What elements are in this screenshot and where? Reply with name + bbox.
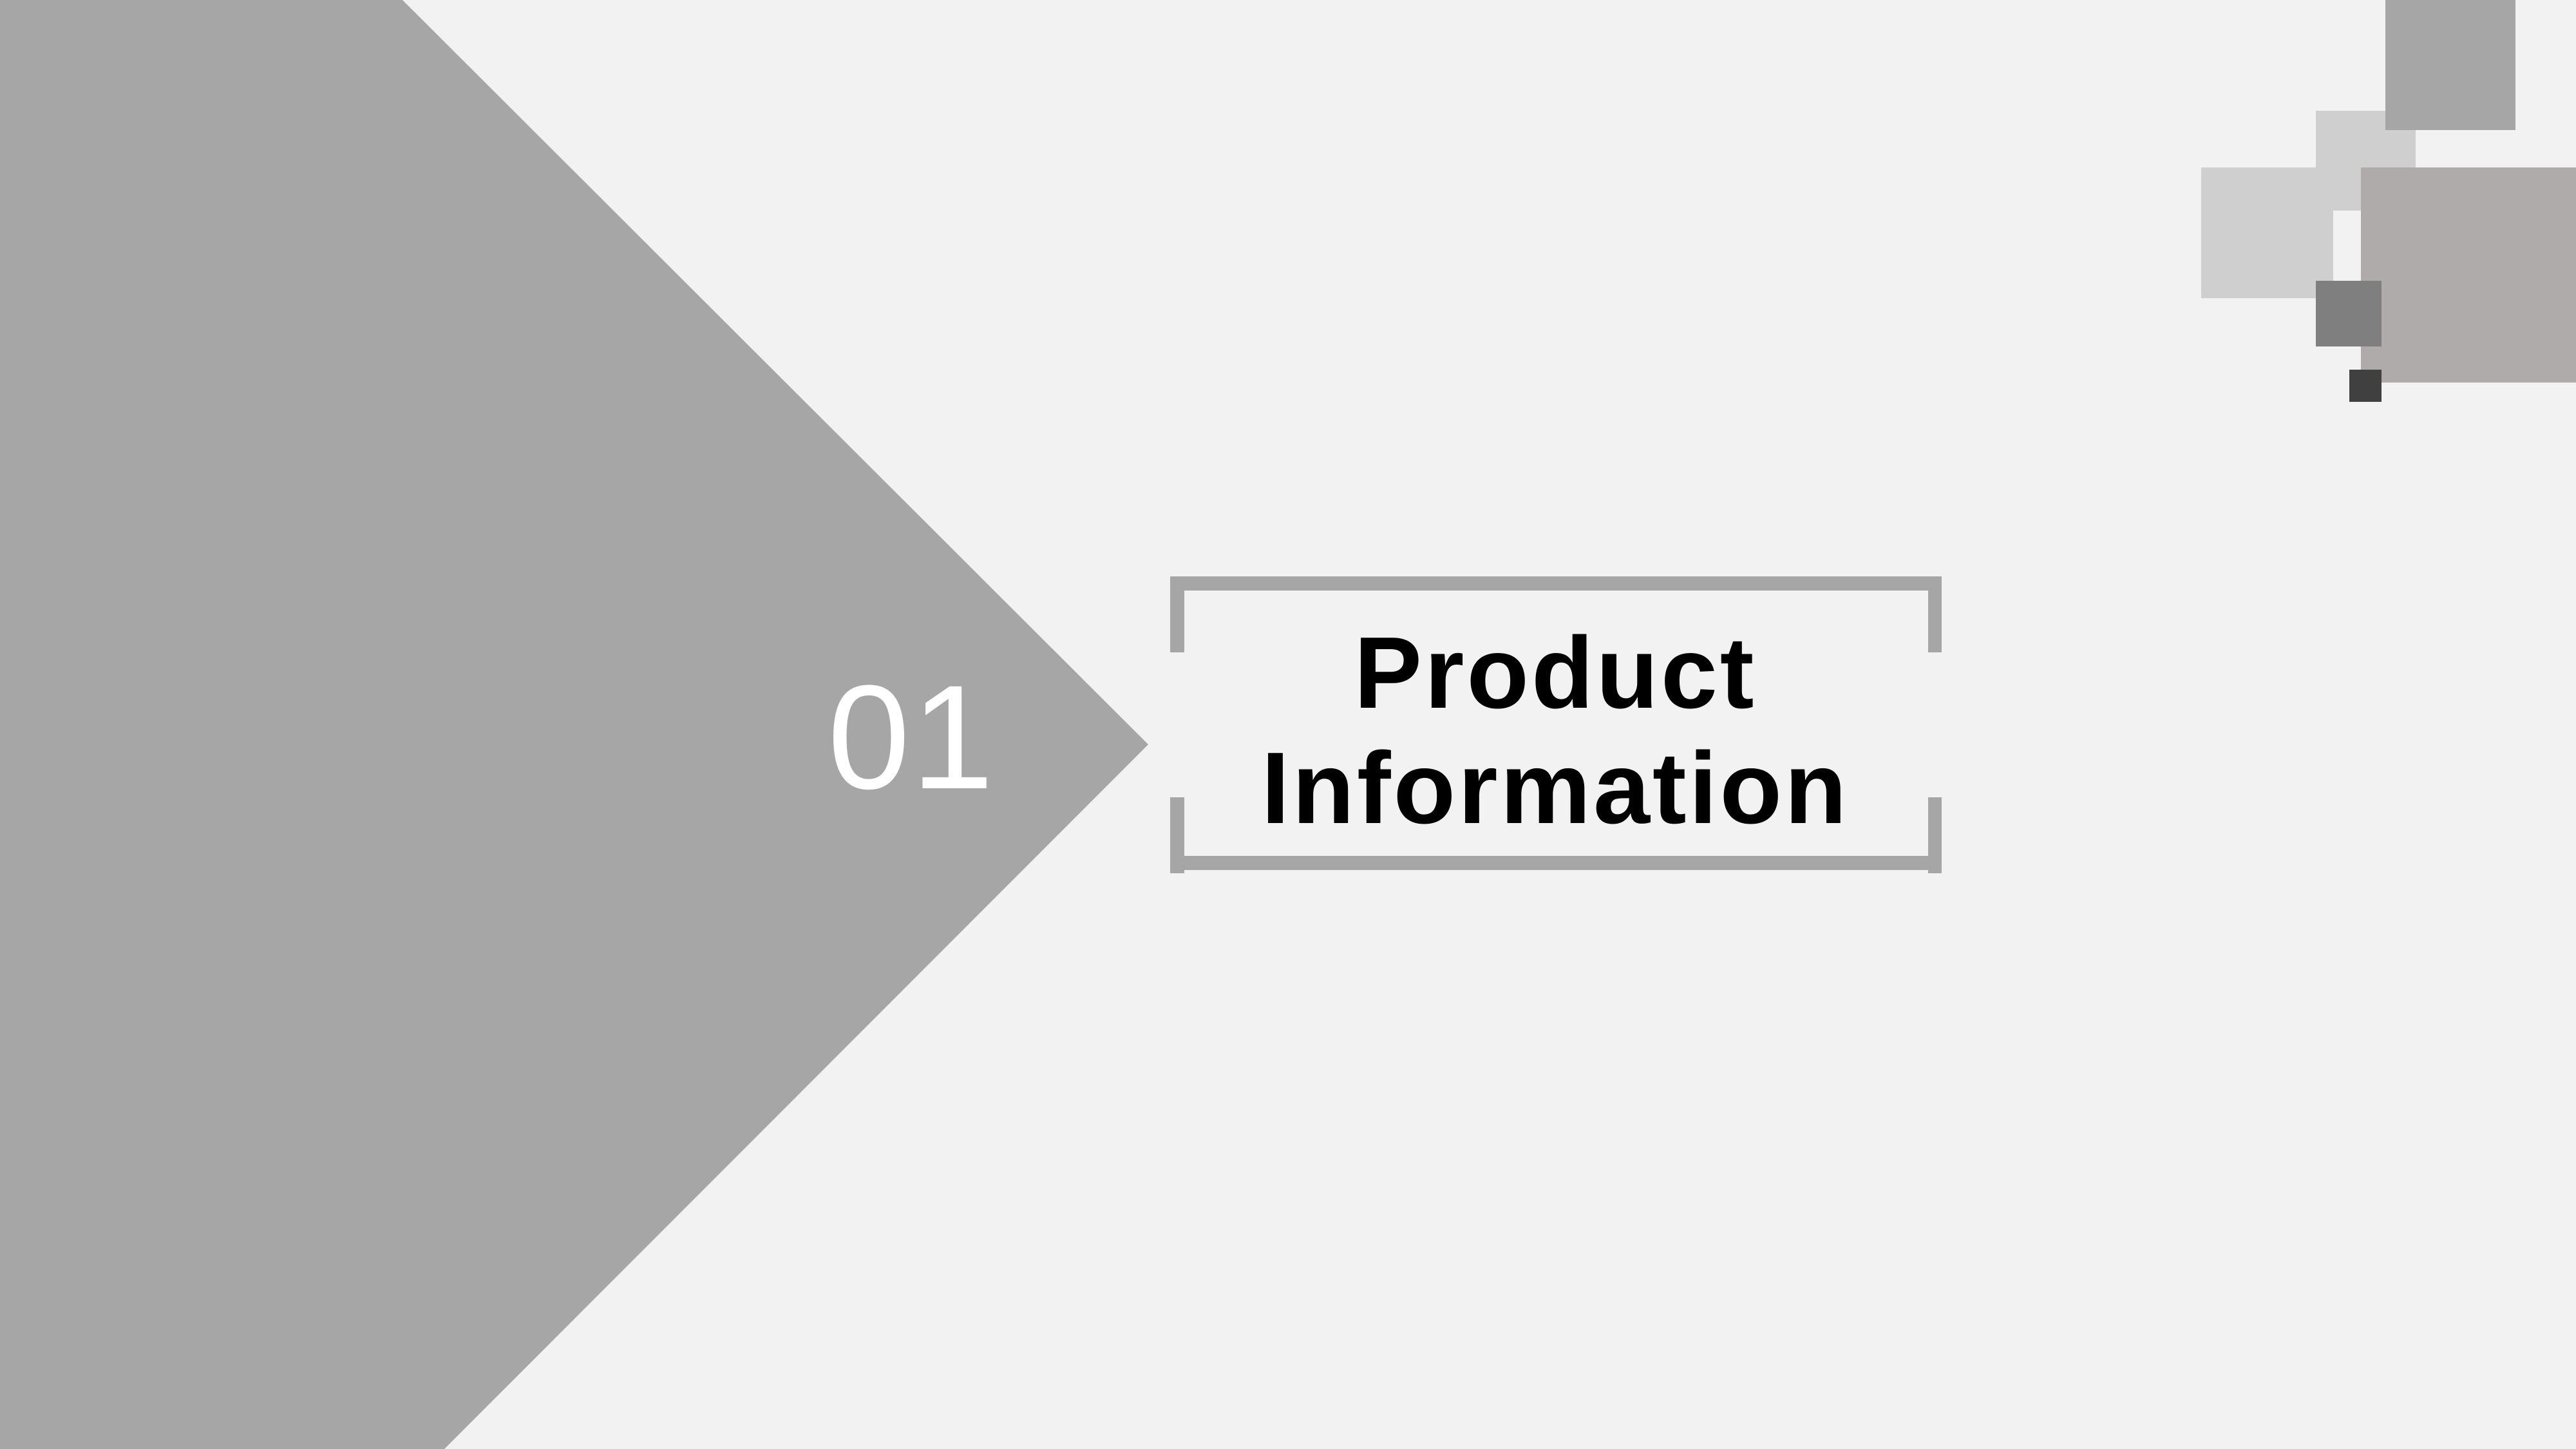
top-bracket <box>1170 576 1942 652</box>
deco-square-dark <box>2316 281 2382 346</box>
section-title: Product Information <box>1191 616 1919 845</box>
deco-square-darkest <box>2349 370 2382 402</box>
chevron-shape <box>0 0 1148 1449</box>
title-line-1: Product <box>1354 616 1757 730</box>
deco-square-mid-top <box>2385 0 2515 130</box>
title-line-2: Information <box>1261 732 1850 845</box>
bracket-lines <box>1170 576 1942 873</box>
deco-square-taupe-large <box>2361 167 2576 383</box>
bottom-bracket <box>1170 797 1942 873</box>
section-number: 01 <box>828 654 995 820</box>
title-bracket-frame <box>1169 575 1942 875</box>
deco-square-light-large <box>2201 167 2333 298</box>
